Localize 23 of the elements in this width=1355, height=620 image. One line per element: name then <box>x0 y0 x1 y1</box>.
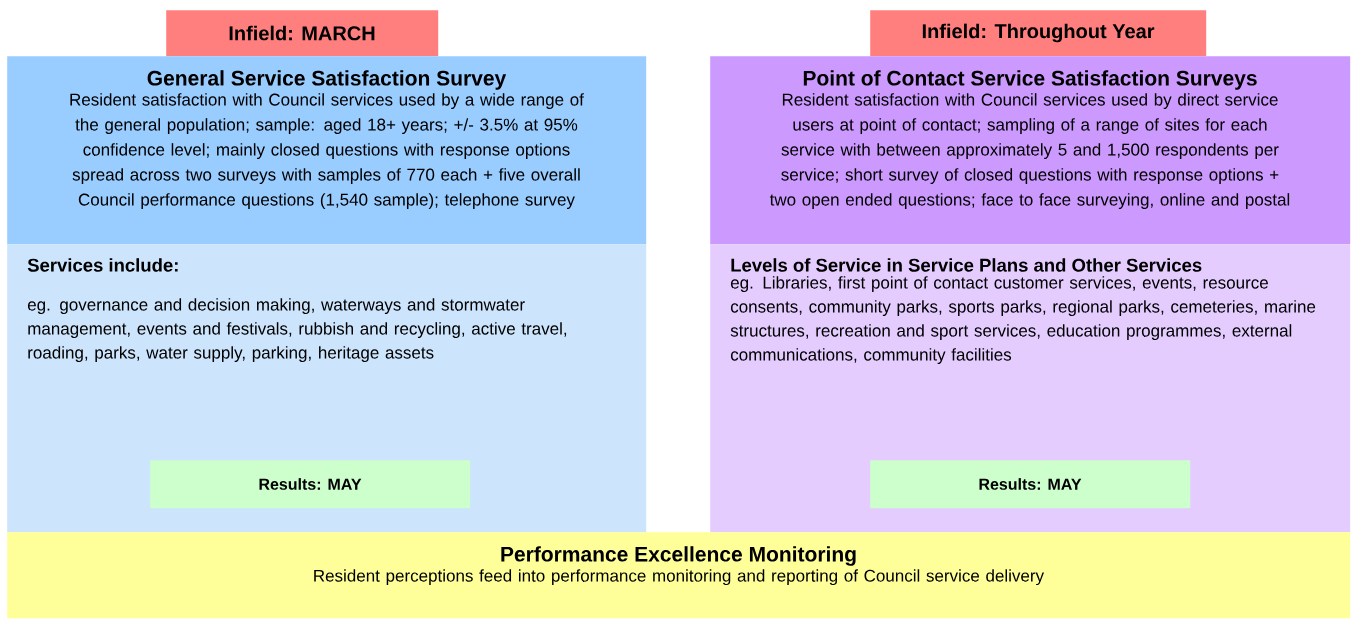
box-heading: General Service Satisfaction Survey <box>147 70 507 90</box>
label-text: Results: MAY <box>259 478 362 490</box>
label-text: Results: MAY <box>979 478 1082 490</box>
box-text: Resident satisfaction with Council services used by a wide range of the general population; sample: aged 18+ years; +/- 3.5% at 95% confidence level; mainly closed questions with response options spread across two surveys with samples of 770 each + five overall Council performance questions (1,540 sample); telephone survey <box>70 93 584 209</box>
box-text: eg. governance and decision making, waterways and stormwater management, events and festivals, rubbish and recycling, active travel, roading, parks, water supply, parking, heritage assets <box>27 298 567 363</box>
box-text: Resident perceptions feed into performance monitoring and reporting of Council service delivery <box>314 569 1044 586</box>
box-text: eg. Libraries, first point of contact customer services, events, resource consents, community parks, sports parks, regional parks, cemeteries, marine structures, recreation and sport services, education programmes, external communications, community facilities <box>730 276 1316 365</box>
box-heading: Performance Excellence Monitoring <box>501 546 856 566</box>
box-heading: Services include: <box>27 258 178 272</box>
box-heading: Levels of Service in Service Plans and Other Services <box>731 258 1202 272</box>
box-heading: Point of Contact Service Satisfaction Surveys <box>803 70 1257 90</box>
survey-box <box>7 56 647 245</box>
survey-box <box>710 56 1351 245</box>
services-panel <box>7 244 647 533</box>
results-box <box>870 460 1191 509</box>
label-text: Infield: Throughout Year <box>922 23 1155 43</box>
label-box <box>166 10 439 57</box>
monitoring-banner <box>7 532 1351 619</box>
label-text: Infield: MARCH <box>229 25 375 41</box>
results-box <box>150 460 471 509</box>
services-panel <box>710 244 1351 533</box>
box-text: Resident satisfaction with Council services used by direct service users at point of contact; sampling of a range of sites for each service with between approximately 5 and 1,500 respondents per service; short survey of closed questions with response options + two open ended questions; face to face surveying, online and postal <box>769 93 1290 209</box>
label-box <box>870 10 1207 57</box>
